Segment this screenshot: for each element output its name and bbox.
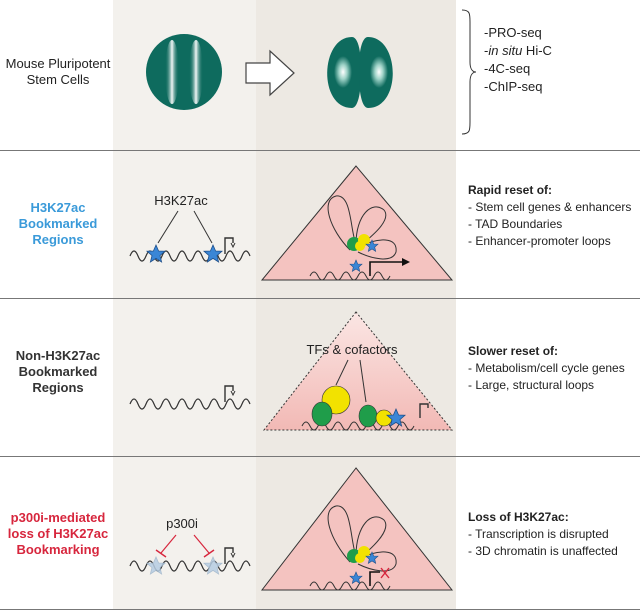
outcome-rapid: Rapid reset of: - Stem cell genes & enha… xyxy=(468,182,631,250)
methods-list: -PRO-seq -in situ Hi-C -4C-seq -ChIP-seq xyxy=(484,24,552,96)
outcome-item: - Metabolism/cell cycle genes xyxy=(468,361,625,375)
outcome-item: - Large, structural loops xyxy=(468,378,595,392)
non-h3k27ac-chromatin xyxy=(129,385,251,410)
row-divider xyxy=(0,298,640,299)
outcome-item: - 3D chromatin is unaffected xyxy=(468,544,618,558)
dotted-tad-triangle xyxy=(262,311,454,431)
outcome-heading: Loss of H3K27ac: xyxy=(468,510,569,524)
outcome-heading: Slower reset of: xyxy=(468,344,559,358)
tad-triangle xyxy=(260,165,454,281)
row-label-h3k27ac: H3K27ac Bookmarked Regions xyxy=(18,200,98,247)
outcome-item: - Transcription is disrupted xyxy=(468,527,609,541)
outcome-item: - Enhancer-promoter loops xyxy=(468,234,611,248)
outcome-item: - Stem cell genes & enhancers xyxy=(468,200,632,214)
row-label-p300i: p300i-mediated loss of H3K27ac Bookmarki… xyxy=(7,510,109,557)
bracket-icon xyxy=(461,9,477,135)
method-item-hic: -in situ Hi-C xyxy=(484,43,552,58)
row-divider xyxy=(0,150,640,151)
method-item: -4C-seq xyxy=(484,61,531,76)
h3k27ac-label: H3K27ac xyxy=(154,193,208,208)
tfs-cofactors-label: TFs & cofactors xyxy=(306,342,398,357)
h3k27ac-chromatin xyxy=(129,210,251,263)
row-label-non-h3k27ac: Non-H3K27ac Bookmarked Regions xyxy=(15,348,101,395)
method-item: -PRO-seq xyxy=(484,25,542,40)
row-divider xyxy=(0,609,640,610)
dividing-cell-icon xyxy=(327,37,393,108)
row-label-stem-cells: Mouse Pluripotent Stem Cells xyxy=(5,56,111,87)
p300i-label: p300i xyxy=(166,516,198,531)
tad-triangle-disrupted xyxy=(260,467,454,591)
outcome-heading: Rapid reset of: xyxy=(468,183,553,197)
row-divider xyxy=(0,456,640,457)
outcome-loss: Loss of H3K27ac: - Transcription is disr… xyxy=(468,509,618,560)
stem-cell-icon xyxy=(146,34,222,110)
arrow-icon xyxy=(245,49,295,97)
method-item: -ChIP-seq xyxy=(484,79,543,94)
outcome-item: - TAD Boundaries xyxy=(468,217,563,231)
outcome-slower: Slower reset of: - Metabolism/cell cycle… xyxy=(468,343,625,394)
p300i-chromatin xyxy=(129,534,251,575)
